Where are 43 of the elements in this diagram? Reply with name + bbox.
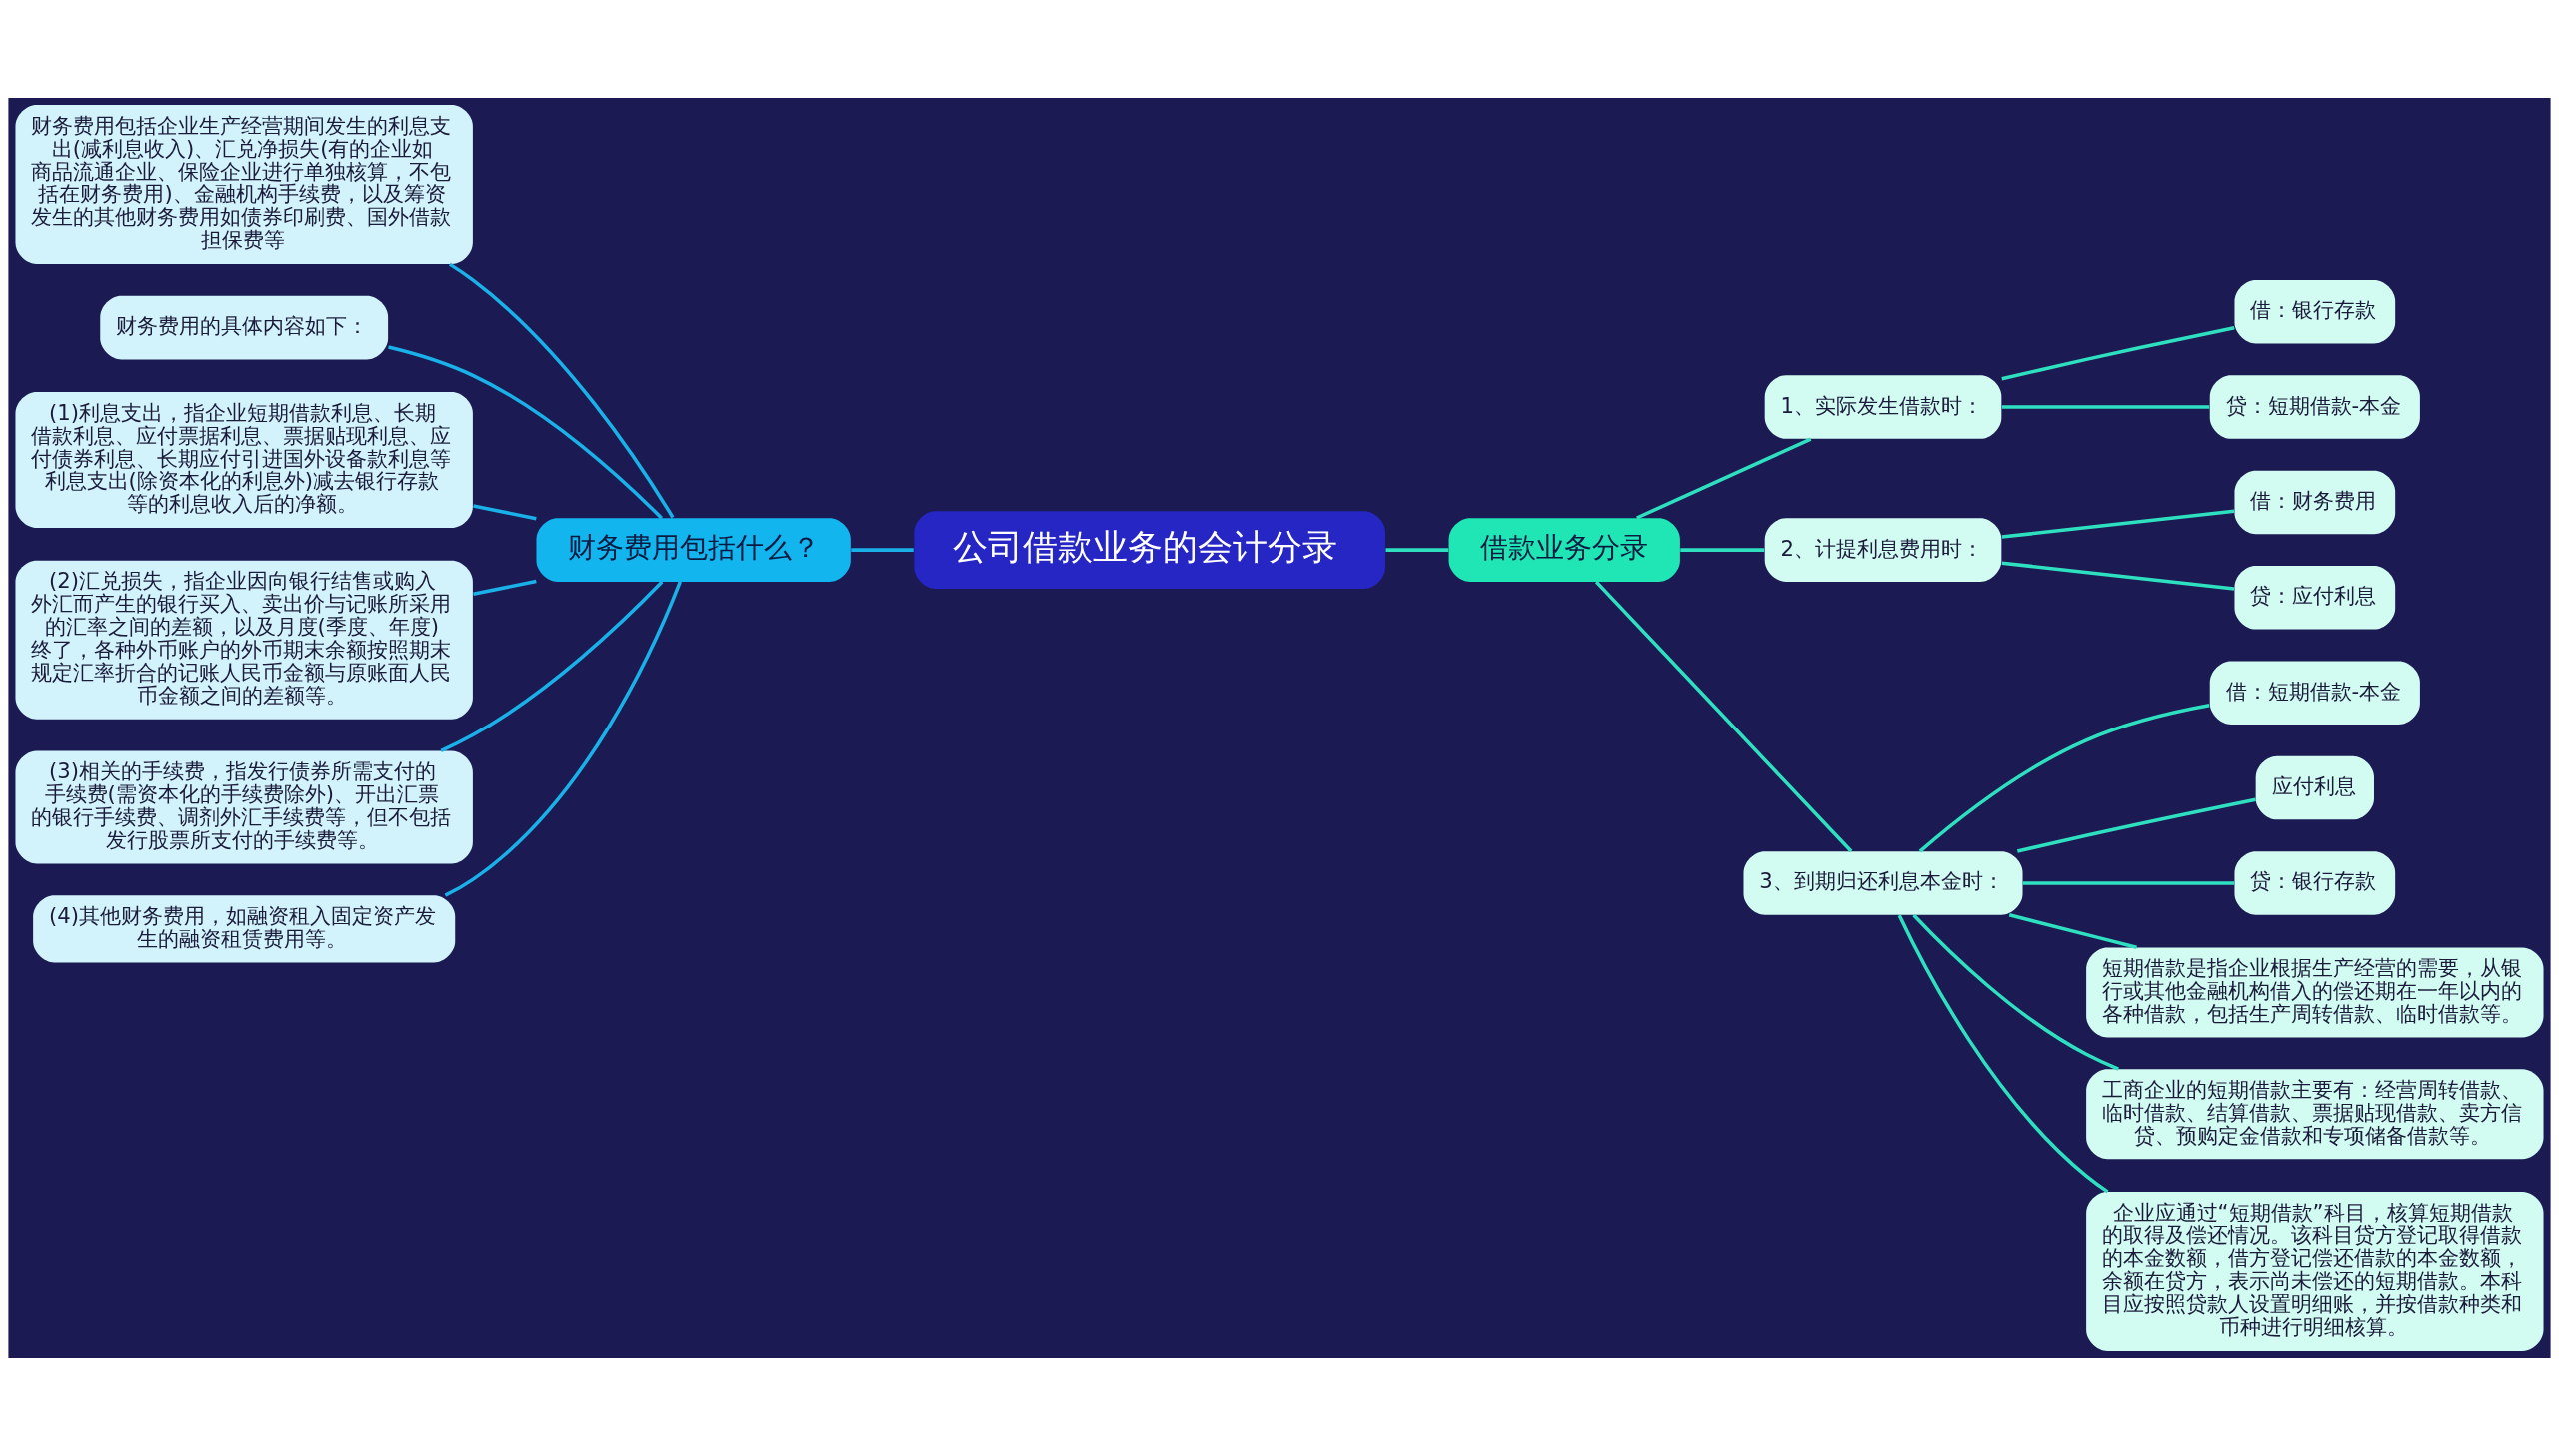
connector: [2001, 405, 2210, 409]
node-box: 1、实际发生借款时：: [1764, 375, 2002, 439]
node-box: (2)汇兑损失，指企业因向银行结售或购入外汇而产生的银行买入、卖出价与记账所采用的汇率之间的差额，以及月度(季度、年度)终了，各种外币账户的外币期末余额按照期末规定汇率折合的记账人民币金额与原账面人民币金额之间的差额等。: [15, 560, 473, 720]
connector: [1385, 548, 1449, 552]
connector: [1912, 913, 2119, 1071]
node-box: 公司借款业务的会计分录: [914, 511, 1385, 589]
connector: [1636, 437, 1812, 520]
connector: [1897, 914, 2109, 1194]
connector: [473, 504, 537, 521]
connector: [473, 579, 537, 596]
node-box: 短期借款是指企业根据生产经营的需要，从银行或其他金融机构借入的偿还期在一年以内的各种借款，包括生产周转借款、临时借款等。: [2086, 947, 2544, 1038]
node-box: 财务费用包括企业生产经营期间发生的利息支出(减利息收入)、汇兑净损失(有的企业如商品流通企业、保险企业进行单独核算，不包括在财务费用)、金融机构手续费，以及筹资发生的其他财务费用如债券印刷费、国外借款担保费等: [15, 105, 473, 264]
node-box: 借：短期借款-本金: [2209, 661, 2420, 725]
connector: [388, 345, 663, 520]
node-box: 财务费用的具体内容如下：: [100, 295, 389, 360]
node-box: 财务费用包括什么？: [536, 518, 851, 582]
node-box: 3、到期归还利息本金时：: [1743, 851, 2023, 915]
connector: [2022, 881, 2235, 885]
node-box: 借：银行存款: [2234, 279, 2396, 344]
node-box: (4)其他财务费用，如融资租入固定资产发生的融资租赁费用等。: [33, 895, 456, 963]
node-box: (3)相关的手续费，指发行债券所需支付的手续费(需资本化的手续费除外)、开出汇票的银行手续费、调剂外汇手续费等，但不包括发行股票所支付的手续费等。: [15, 750, 473, 864]
connector: [2008, 913, 2137, 949]
node-box: 贷：应付利息: [2234, 566, 2396, 630]
node-box: (1)利息支出，指企业短期借款利息、长期借款利息、应付票据利息、票据贴现利息、应付债券利息、长期应付引进国外设备款利息等利息支出(除资本化的利息外)减去银行存款等的利息收入后的净额。: [15, 392, 473, 529]
connector: [2001, 509, 2235, 539]
connector: [448, 262, 675, 519]
connector: [2001, 326, 2235, 381]
connector: [851, 548, 914, 552]
node-box: 借：财务费用: [2234, 470, 2396, 535]
connector: [1594, 580, 1853, 853]
connector: [2001, 561, 2235, 591]
node-box: 工商企业的短期借款主要有：经营周转借款、临时借款、结算借款、票据贴现借款、卖方信贷、预购定金借款和专项储备借款等。: [2086, 1069, 2544, 1160]
connector: [1918, 704, 2210, 853]
connector: [2016, 797, 2256, 853]
connector: [444, 581, 682, 897]
node-box: 贷：银行存款: [2234, 851, 2396, 915]
node-box: 应付利息: [2255, 755, 2374, 820]
connector: [1680, 548, 1765, 552]
node-box: 借款业务分录: [1448, 518, 1680, 582]
node-box: 企业应通过“短期借款”科目，核算短期借款的取得及偿还情况。该科目贷方登记取得借款的本金数额，借方登记偿还借款的本金数额，余额在贷方，表示尚未偿还的短期借款。本科目应按照贷款人设置明细账，并按借款种类和币种进行明细核算。: [2086, 1192, 2544, 1351]
node-box: 2、计提利息费用时：: [1764, 518, 2002, 582]
node-box: 贷：短期借款-本金: [2209, 375, 2420, 439]
connector: [440, 580, 664, 752]
